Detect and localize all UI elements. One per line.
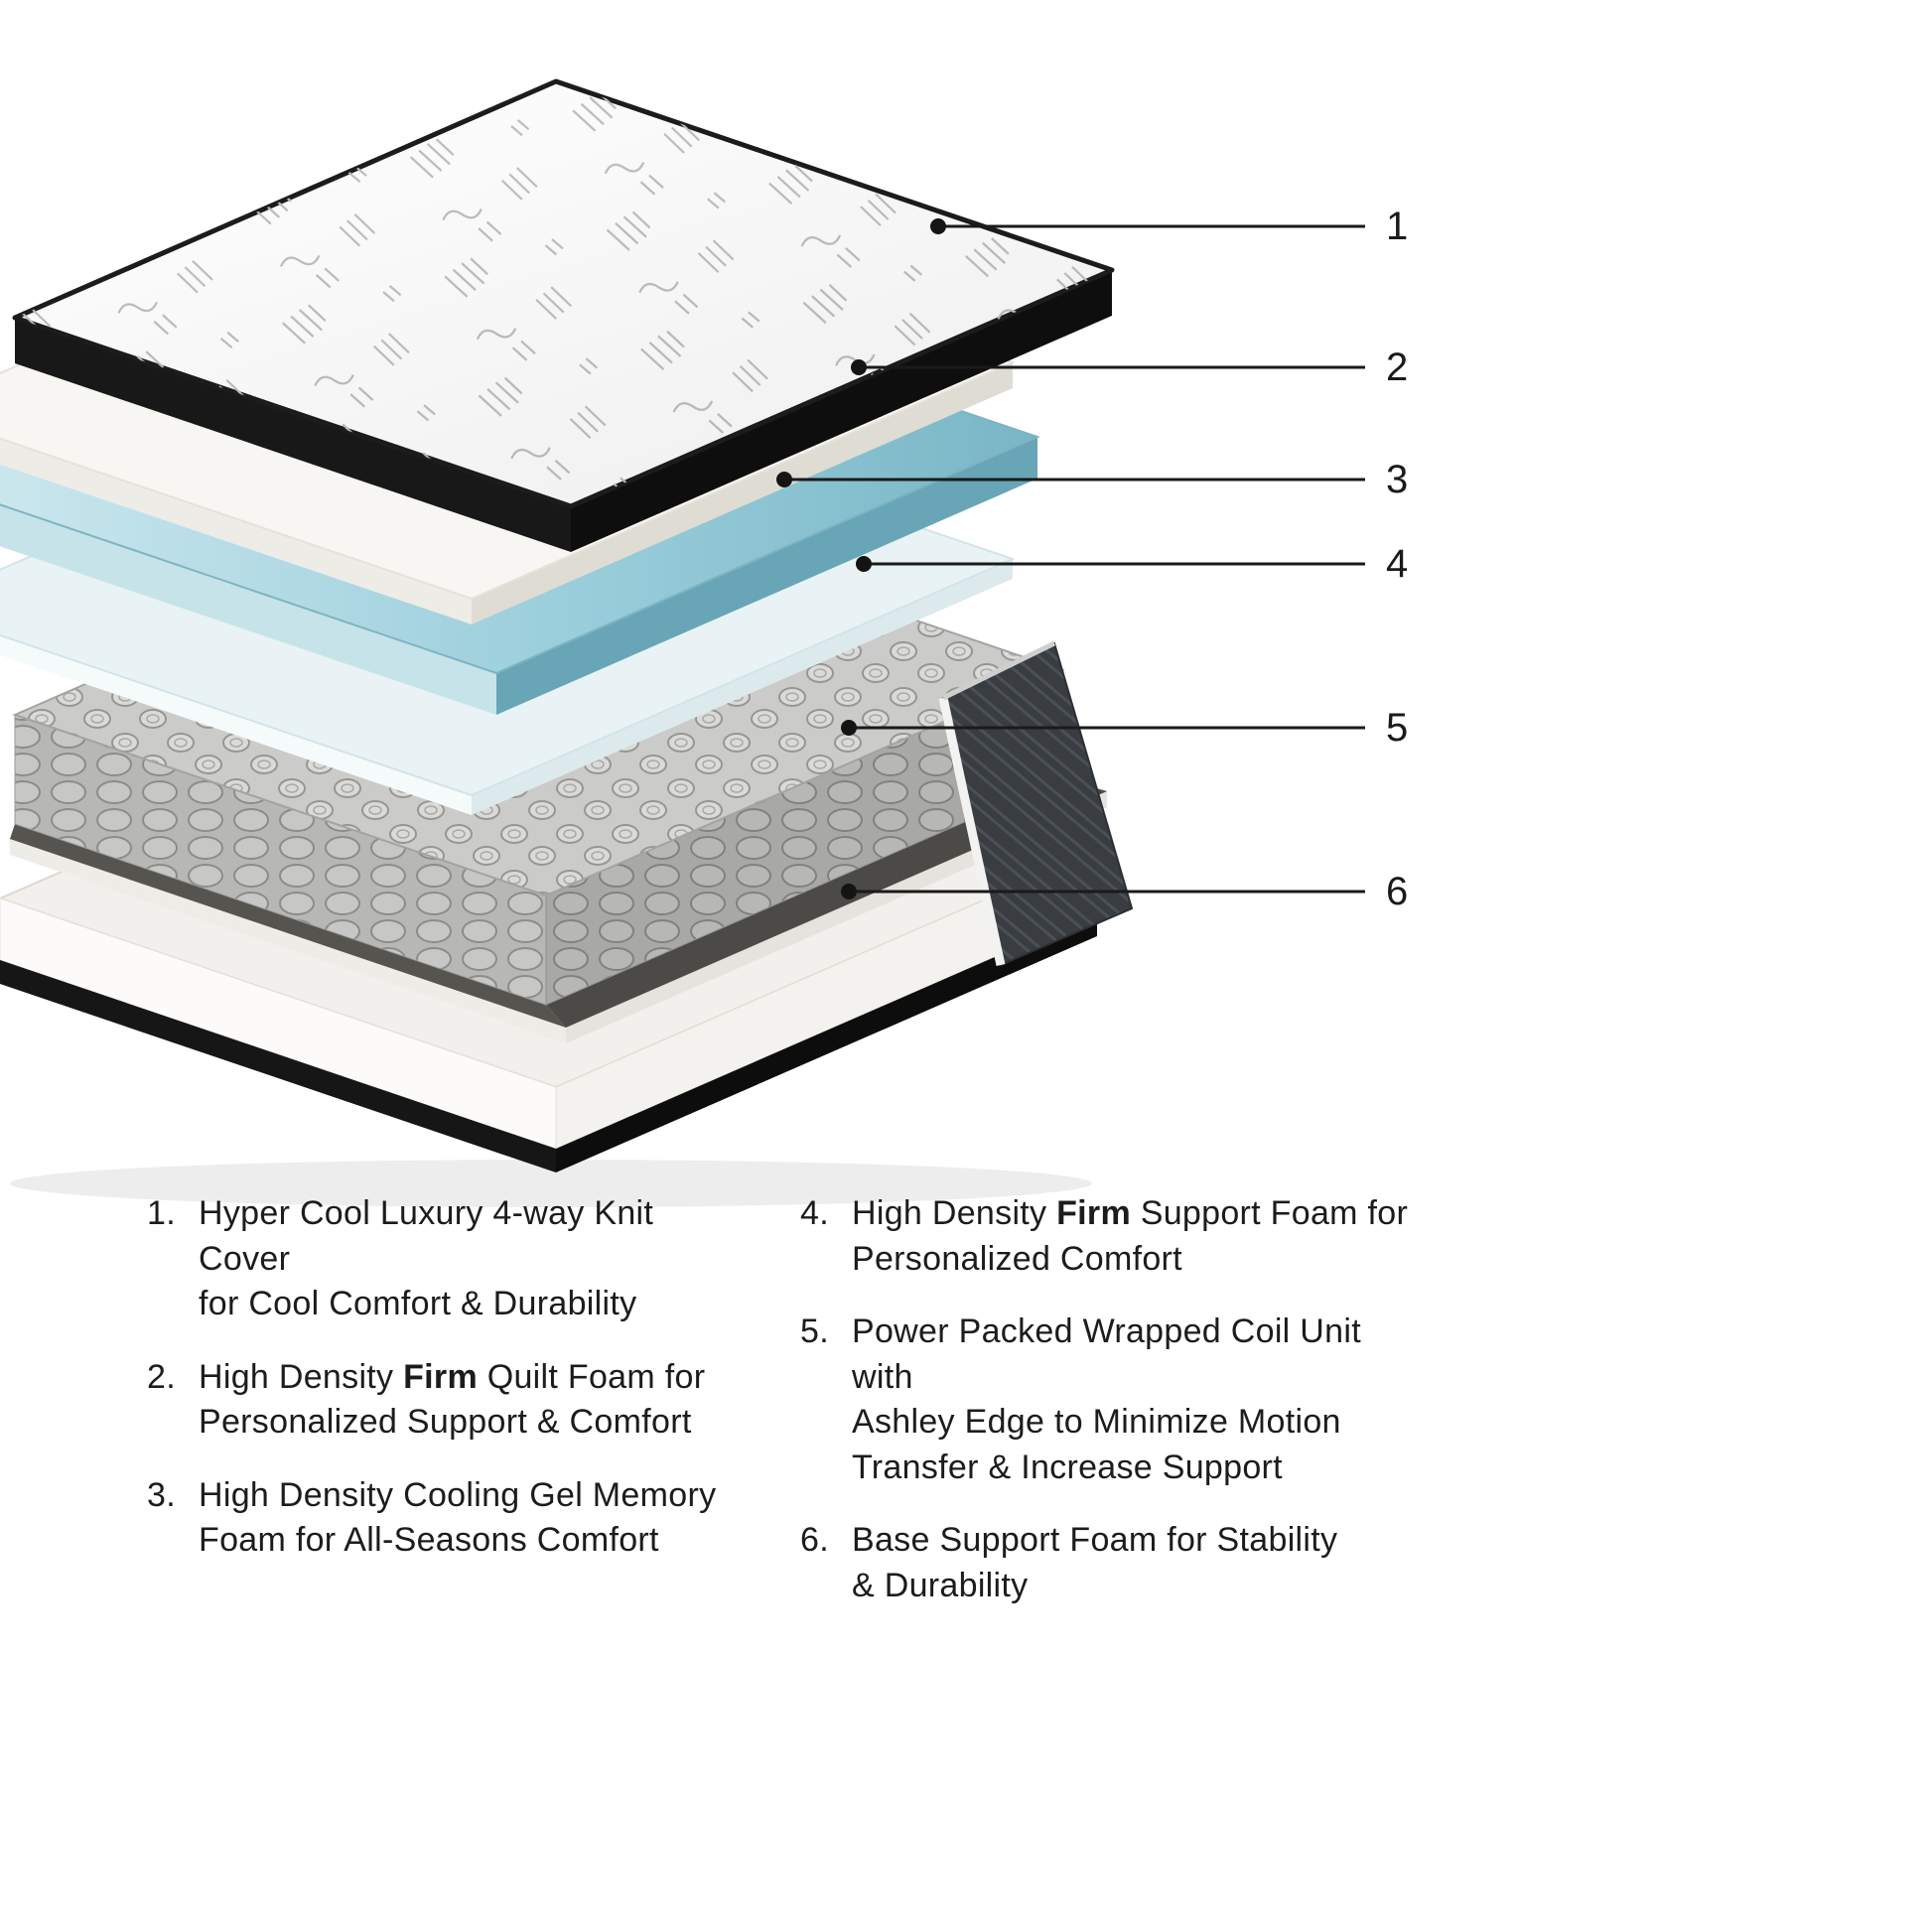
legend-item-number: 6. (800, 1521, 829, 1560)
legend-item-text: High Density Firm Quilt Foam for Persona… (199, 1357, 706, 1442)
legend-item-number: 5. (800, 1312, 829, 1351)
legend-item-text: Hyper Cool Luxury 4-way Knit Cover for C… (199, 1194, 654, 1323)
legend-item-6: 6. Base Support Foam for Stability & Dura… (800, 1518, 1416, 1608)
callout-number-1: 1 (1386, 205, 1408, 248)
under-coil-gap-graphic (10, 779, 1107, 1028)
callouts: 1 2 3 4 5 6 (776, 205, 1408, 913)
callout-3: 3 (776, 458, 1408, 501)
callout-2: 2 (851, 345, 1408, 389)
legend-item-text: High Density Firm Support Foam for Perso… (852, 1194, 1409, 1278)
callout-number-3: 3 (1386, 458, 1408, 501)
callout-5: 5 (841, 706, 1408, 750)
callout-4: 4 (856, 542, 1408, 586)
callout-dot (851, 359, 867, 375)
callout-dot (841, 884, 857, 899)
callout-1: 1 (930, 205, 1408, 248)
legend-item-text: Base Support Foam for Stability & Durabi… (852, 1521, 1338, 1604)
legend-item-4: 4. High Density Firm Support Foam for Per… (800, 1191, 1416, 1282)
layer-1-knit-cover-graphic (12, 78, 1115, 552)
callout-dot (776, 472, 792, 487)
callout-dot (856, 556, 872, 572)
legend-item-1: 1. Hyper Cool Luxury 4-way Knit Cover for… (147, 1191, 728, 1327)
legend-item-number: 2. (147, 1357, 176, 1396)
callout-number-6: 6 (1386, 870, 1408, 913)
legend-item-number: 3. (147, 1475, 176, 1514)
callout-number-2: 2 (1386, 345, 1408, 389)
callout-dot (841, 720, 857, 736)
legend-column-left: 1. Hyper Cool Luxury 4-way Knit Cover for… (147, 1191, 728, 1564)
callout-number-5: 5 (1386, 706, 1408, 750)
legend-item-number: 1. (147, 1194, 176, 1232)
legend-item-2: 2. High Density Firm Quilt Foam for Perso… (147, 1355, 728, 1446)
legend-item-5: 5. Power Packed Wrapped Coil Unit with As… (800, 1310, 1416, 1490)
callout-dot (930, 218, 946, 234)
legend-item-3: 3. High Density Cooling Gel Memory Foam f… (147, 1473, 728, 1564)
legend-column-right: 4. High Density Firm Support Foam for Per… (800, 1191, 1416, 1608)
legend-item-text: Power Packed Wrapped Coil Unit with Ashl… (852, 1312, 1361, 1486)
ground-shadow (10, 1160, 1092, 1207)
legend-item-text: High Density Cooling Gel Memory Foam for… (199, 1475, 717, 1560)
edge-fabric-wedge-graphic (938, 640, 1134, 967)
callout-number-4: 4 (1386, 542, 1408, 586)
legend-item-number: 4. (800, 1194, 829, 1232)
callout-6: 6 (841, 870, 1408, 913)
